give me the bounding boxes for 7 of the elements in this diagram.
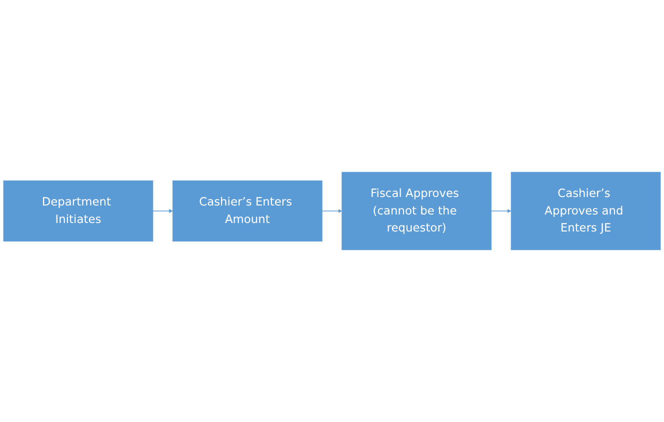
arrow	[490, 209, 512, 213]
node-box: Cashier’s Enters Amount	[172, 180, 322, 242]
node-box: Cashier’s Approves and Enters JE	[510, 172, 661, 250]
node-box: Department Initiates	[3, 180, 154, 242]
arrow	[322, 209, 342, 213]
arrow	[152, 209, 173, 213]
node-box: Fiscal Approves (cannot be the requestor)	[342, 172, 492, 250]
